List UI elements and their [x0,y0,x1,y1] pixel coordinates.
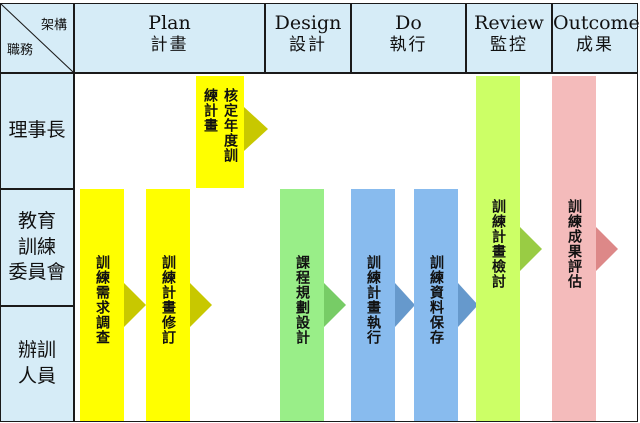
role-text: 辦訓 人員 [17,339,56,387]
phase-zh-label: 計畫 [150,34,189,55]
arrow-right-icon [244,107,268,151]
corner-label-role: 職務 [7,43,34,58]
arrow-right-icon [124,283,146,327]
step-bar-record-keeping: 訓練資料保存 [414,189,458,421]
header-corner-cell: 架構 職務 [0,3,74,73]
diagonal-divider [1,4,73,72]
phase-en-label: Do [395,12,422,34]
phase-en-label: Design [274,12,342,34]
step-label: 訓練成果評估 [566,198,582,289]
phase-zh-label: 執行 [389,34,428,55]
role-label-chairman: 理事長 [0,73,74,189]
phase-header-review: Review 監控 [466,3,552,73]
phase-en-label: Review [474,12,544,34]
phase-header-outcome: Outcome 成果 [552,3,640,73]
step-label: 課程規劃設計 [294,255,310,345]
phase-header-design: Design 設計 [265,3,351,73]
arrow-right-icon [324,283,346,327]
phase-header-do: Do 執行 [351,3,466,73]
role-text: 教育 訓練 委員會 [8,210,66,284]
arrow-right-icon [520,227,542,271]
arrow-right-icon [190,283,212,327]
step-bar-approve-plan: 核定年度訓練計畫 [196,76,244,188]
step-bar-plan-revision: 訓練計畫修訂 [146,189,190,421]
phase-zh-label: 設計 [289,34,327,55]
step-bar-plan-execution: 訓練計畫執行 [351,189,395,421]
step-bar-needs-survey: 訓練需求調查 [80,189,124,421]
step-label: 訓練計畫修訂 [160,255,176,345]
phase-en-label: Outcome [553,12,640,34]
step-label: 訓練計畫檢討 [490,198,506,289]
phase-zh-label: 成果 [576,34,614,55]
role-label-committee: 教育 訓練 委員會 [0,189,74,306]
arrow-right-icon [395,283,415,327]
step-bar-outcome-evaluation: 訓練成果評估 [552,76,596,421]
arrow-right-icon [458,283,478,327]
phase-header-plan: Plan 計畫 [74,3,265,73]
step-bar-course-design: 課程規劃設計 [280,189,324,421]
arrow-right-icon [596,227,618,271]
phase-en-label: Plan [148,12,191,34]
phase-zh-label: 監控 [490,34,528,55]
step-label: 訓練資料保存 [428,255,444,345]
step-bar-plan-review: 訓練計畫檢討 [476,76,520,421]
corner-label-structure: 架構 [40,18,67,33]
step-label: 核定年度訓練計畫 [202,88,238,163]
role-text: 理事長 [8,119,66,142]
role-label-staff: 辦訓 人員 [0,306,74,422]
step-label: 訓練需求調查 [94,255,110,345]
step-label: 訓練計畫執行 [365,255,381,345]
